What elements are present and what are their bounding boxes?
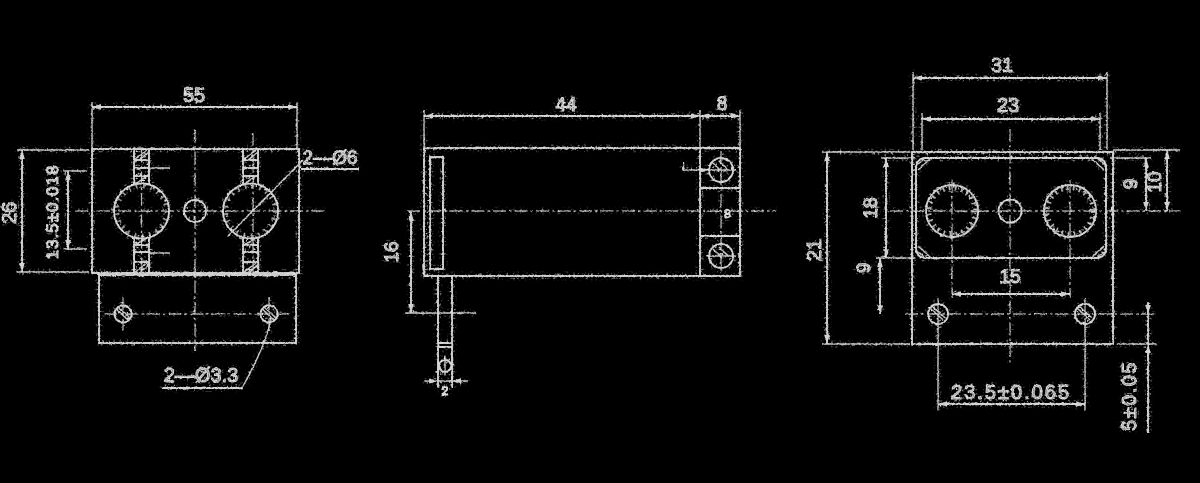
svg-text:10: 10 <box>1145 171 1166 192</box>
svg-text:9: 9 <box>1121 179 1142 190</box>
svg-text:23.5±0.065: 23.5±0.065 <box>951 382 1071 404</box>
svg-text:2: 2 <box>442 384 449 398</box>
svg-text:18: 18 <box>861 197 882 218</box>
svg-text:13.5±0.018: 13.5±0.018 <box>43 165 62 260</box>
svg-text:44: 44 <box>555 95 577 116</box>
svg-text:16: 16 <box>382 241 403 262</box>
svg-text:8: 8 <box>717 94 728 115</box>
svg-text:21: 21 <box>804 239 826 261</box>
svg-text:23: 23 <box>997 95 1019 117</box>
svg-text:8: 8 <box>724 207 731 221</box>
svg-text:2—Ø6: 2—Ø6 <box>303 148 358 169</box>
svg-text:15: 15 <box>999 267 1020 288</box>
svg-text:31: 31 <box>991 55 1013 77</box>
svg-text:26: 26 <box>0 202 21 224</box>
svg-text:5±0.05: 5±0.05 <box>1119 361 1141 431</box>
svg-text:9: 9 <box>854 263 875 274</box>
svg-text:2—Ø3.3: 2—Ø3.3 <box>164 365 238 387</box>
svg-text:55: 55 <box>183 85 205 107</box>
